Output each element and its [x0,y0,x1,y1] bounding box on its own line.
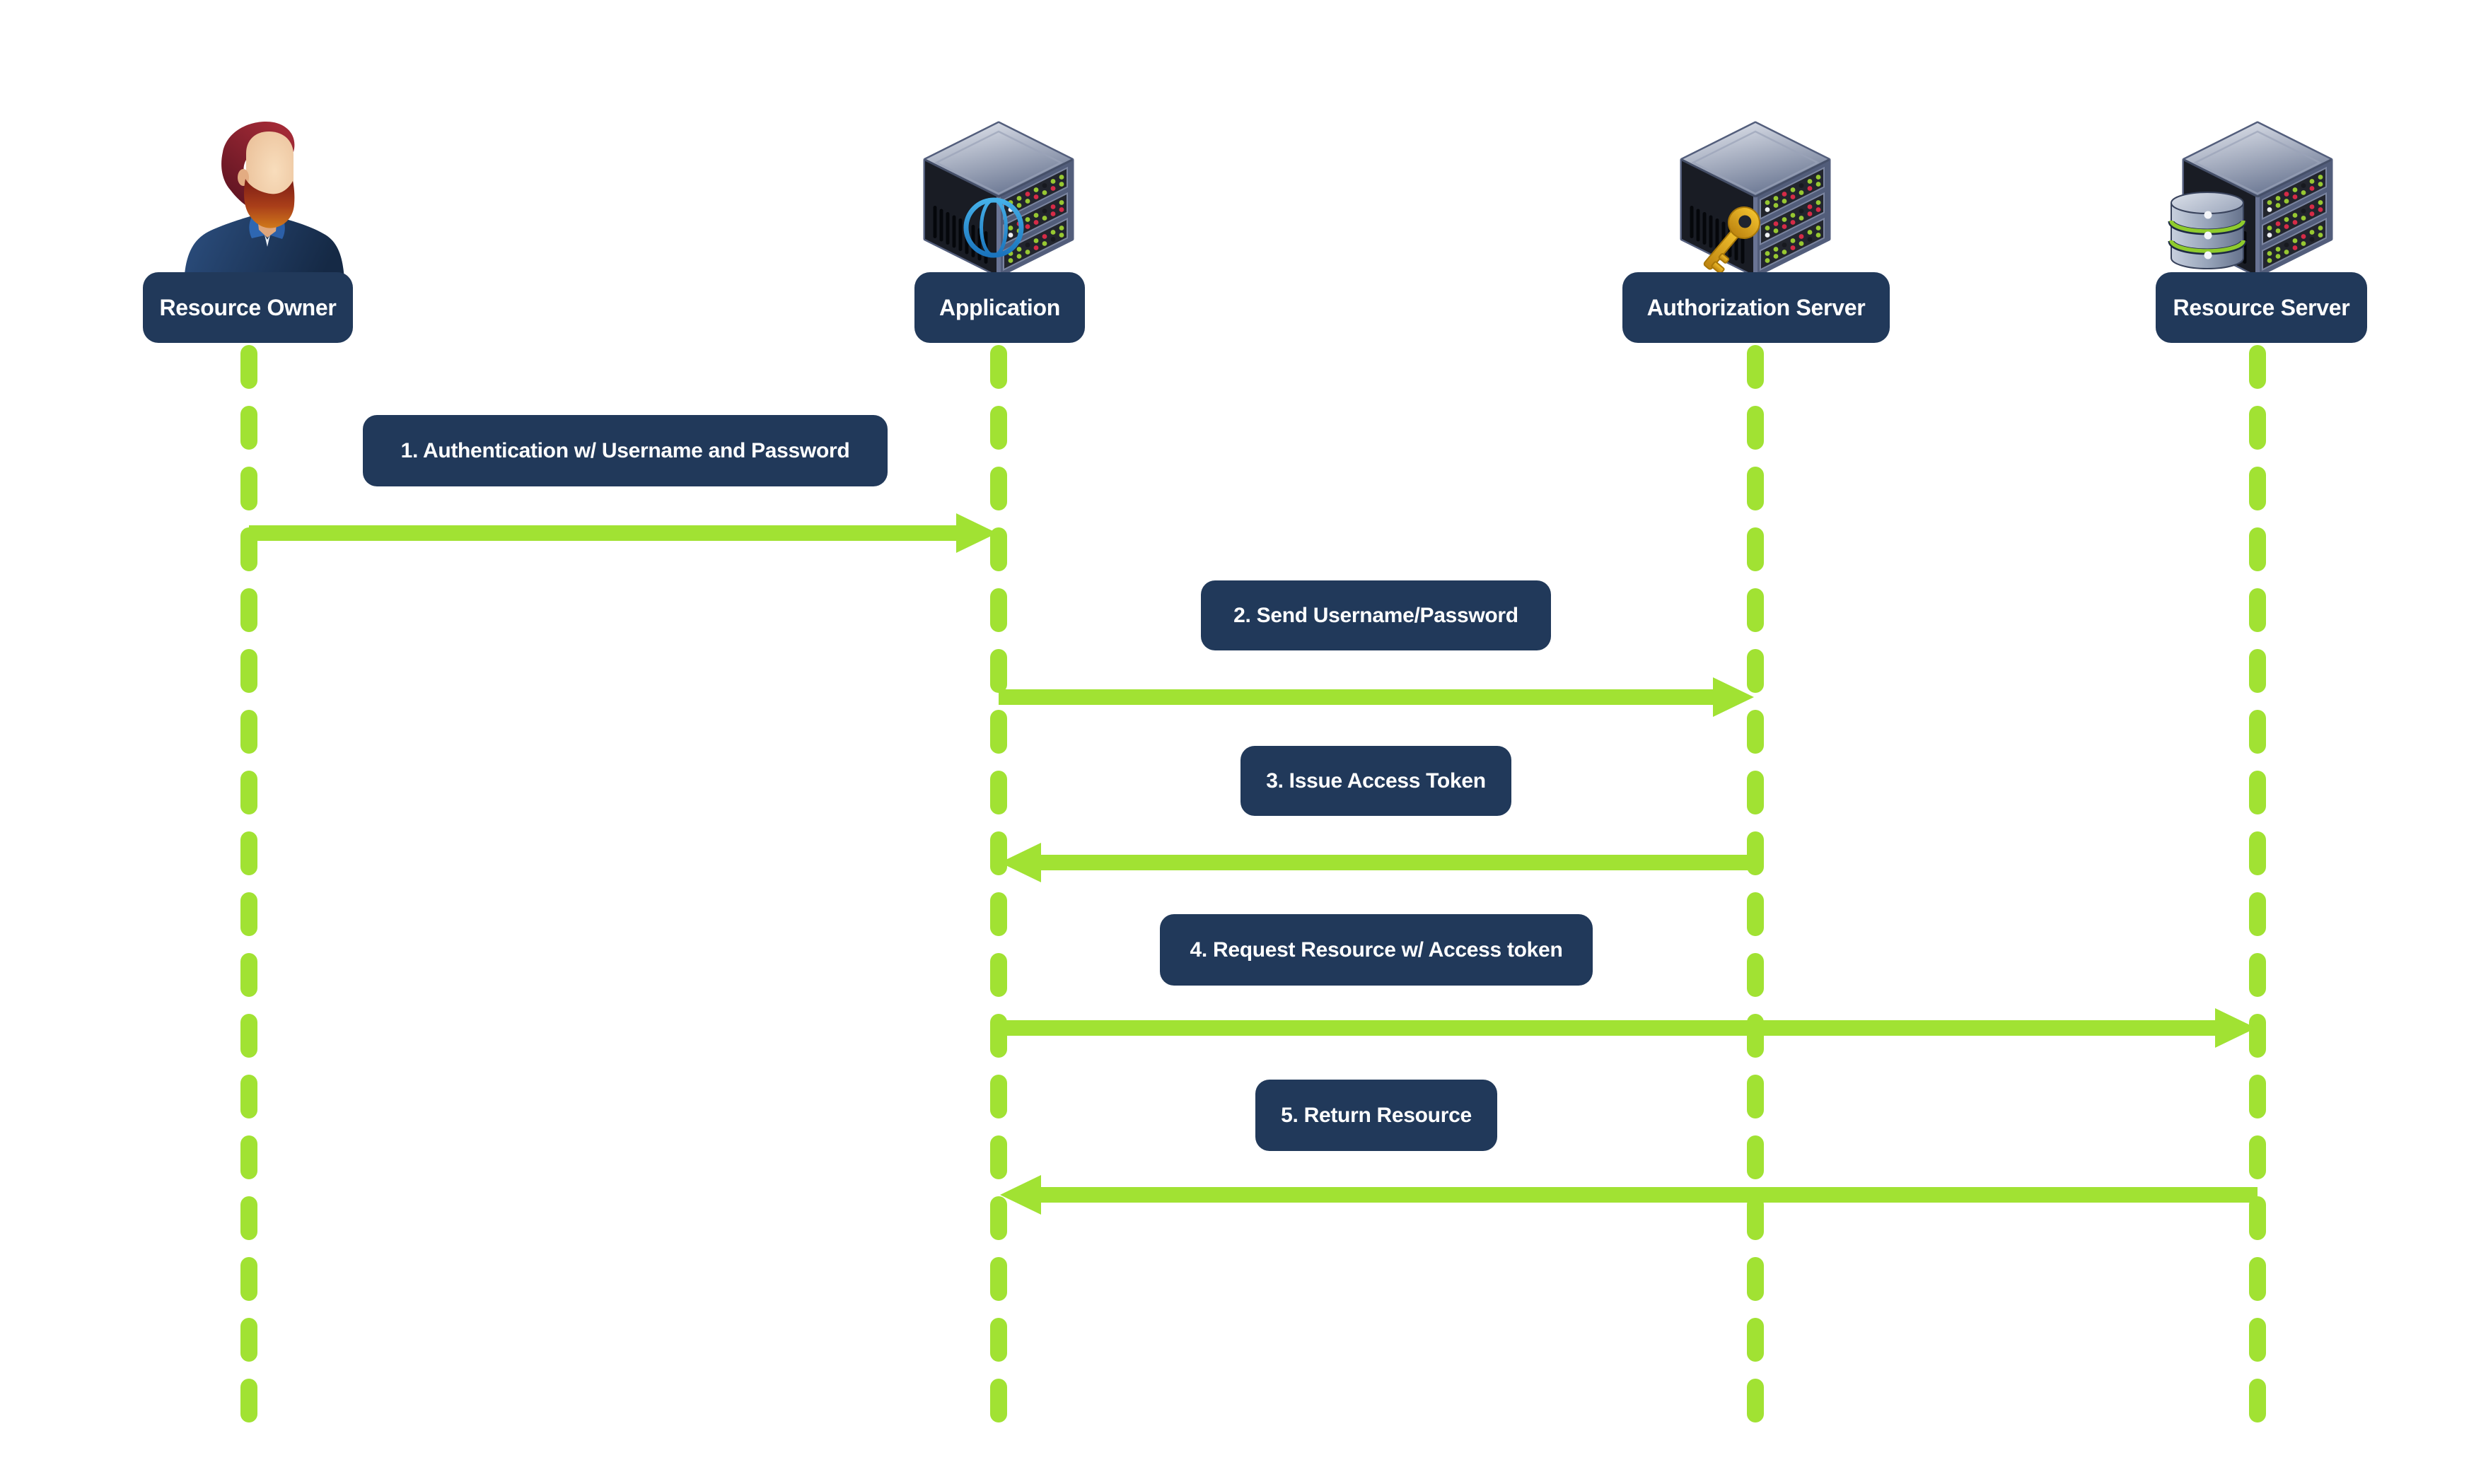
person-icon [184,121,344,283]
message-arrows [249,513,2258,1215]
key-server-icon [1682,123,1829,277]
arrow-1-authentication [249,513,997,553]
message-label-4: 4. Request Resource w/ Access token [1160,914,1593,986]
globe-icon [963,197,1024,258]
arrow-2-send-credentials [999,677,1754,717]
arrow-5-return-resource [1000,1175,2258,1215]
database-server-icon [2168,123,2331,276]
actor-label-application: Application [914,272,1085,343]
actor-label-resource-owner: Resource Owner [143,272,353,343]
message-label-3: 3. Issue Access Token [1240,746,1511,816]
lifelines [240,345,2266,1435]
actor-label-resource-server: Resource Server [2156,272,2367,343]
arrow-3-issue-token [1000,843,1755,882]
actor-label-authorization-server: Authorization Server [1622,272,1890,343]
key-icon [1703,206,1760,274]
database-icon [2168,192,2247,269]
message-label-1: 1. Authentication w/ Username and Passwo… [363,415,888,486]
arrow-4-request-resource [999,1008,2256,1048]
web-server-icon [925,123,1072,276]
message-label-2: 2. Send Username/Password [1201,580,1551,650]
message-label-5: 5. Return Resource [1255,1080,1497,1151]
